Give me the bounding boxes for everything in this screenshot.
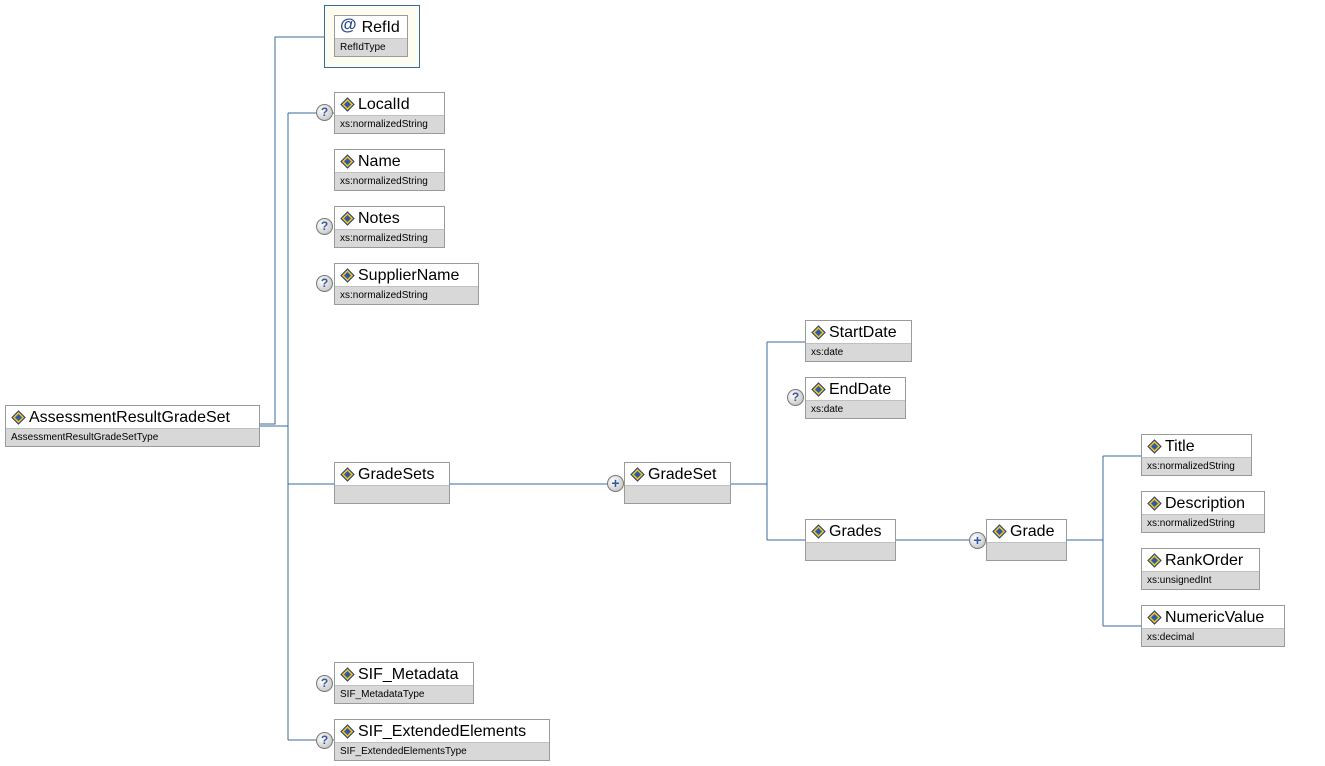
node-type: xs:normalizedString [335,229,444,247]
node-grades[interactable]: Grades [805,519,896,561]
node-label: LocalId [358,95,410,113]
node-label: Name [358,152,401,170]
element-diamond-icon [811,524,826,539]
element-diamond-icon [340,268,355,283]
element-diamond-icon [811,382,826,397]
element-diamond-icon [340,467,355,482]
optional-question-icon: ? [316,218,333,235]
element-diamond-icon [811,325,826,340]
node-label: NumericValue [1165,608,1265,626]
node-label: RankOrder [1165,551,1244,569]
element-diamond-icon [340,667,355,682]
attribute-at-icon: @ [340,14,357,34]
element-diamond-icon [340,97,355,112]
element-diamond-icon [992,524,1007,539]
element-diamond-icon [1147,610,1162,625]
node-refid[interactable]: @RefId RefIdType [334,15,408,57]
element-diamond-icon [630,467,645,482]
node-name[interactable]: Name xs:normalizedString [334,149,445,191]
node-suppliername[interactable]: SupplierName xs:normalizedString [334,263,479,305]
optional-question-icon: ? [787,389,804,406]
element-diamond-icon [340,724,355,739]
node-label: Grade [1010,522,1055,540]
node-label: SIF_Metadata [358,665,459,683]
optional-question-icon: ? [316,732,333,749]
node-type: xs:unsignedInt [1142,571,1259,589]
node-title[interactable]: Title xs:normalizedString [1141,434,1252,476]
node-type: RefIdType [335,38,407,56]
node-type: AssessmentResultGradeSetType [6,428,259,446]
node-label: GradeSets [358,465,435,483]
sequence-plus-icon[interactable]: + [969,532,986,549]
node-label: Grades [829,522,882,540]
node-type: xs:normalizedString [1142,457,1251,475]
node-label: RefId [361,18,400,36]
node-label: Description [1165,494,1246,512]
node-sifextendedelements[interactable]: SIF_ExtendedElements SIF_ExtendedElement… [334,719,550,761]
node-sifmetadata[interactable]: SIF_Metadata SIF_MetadataType [334,662,474,704]
element-diamond-icon [11,410,26,425]
element-diamond-icon [1147,496,1162,511]
node-label: SupplierName [358,266,460,284]
node-label: AssessmentResultGradeSet [29,408,230,426]
node-label: SIF_ExtendedElements [358,722,527,740]
node-type [625,485,730,503]
optional-question-icon: ? [316,104,333,121]
node-type: SIF_MetadataType [335,685,473,703]
node-type: xs:date [806,400,905,418]
optional-question-icon: ? [316,275,333,292]
node-assessmentresultgradeset[interactable]: AssessmentResultGradeSet AssessmentResul… [5,405,260,447]
node-label: StartDate [829,323,897,341]
optional-question-icon: ? [316,675,333,692]
node-description[interactable]: Description xs:normalizedString [1141,491,1265,533]
element-diamond-icon [340,211,355,226]
node-type: xs:normalizedString [1142,514,1264,532]
node-localid[interactable]: LocalId xs:normalizedString [334,92,445,134]
node-gradesets[interactable]: GradeSets [334,462,450,504]
element-diamond-icon [1147,439,1162,454]
node-type: xs:normalizedString [335,286,478,304]
node-notes[interactable]: Notes xs:normalizedString [334,206,445,248]
node-label: Notes [358,209,400,227]
sequence-plus-icon[interactable]: + [607,475,624,492]
node-startdate[interactable]: StartDate xs:date [805,320,912,362]
node-grade[interactable]: Grade [986,519,1067,561]
node-type: xs:decimal [1142,628,1284,646]
node-gradeset[interactable]: GradeSet [624,462,731,504]
node-type: SIF_ExtendedElementsType [335,742,549,760]
connector-root-refid [260,36,324,425]
node-enddate[interactable]: EndDate xs:date [805,377,906,419]
node-type [806,542,895,560]
node-type: xs:normalizedString [335,115,444,133]
node-label: GradeSet [648,465,717,483]
element-diamond-icon [340,154,355,169]
node-type: xs:date [806,343,911,361]
node-numericvalue[interactable]: NumericValue xs:decimal [1141,605,1285,647]
element-diamond-icon [1147,553,1162,568]
node-label: EndDate [829,380,892,398]
node-rankorder[interactable]: RankOrder xs:unsignedInt [1141,548,1260,590]
node-type [335,485,449,503]
node-label: Title [1165,437,1195,455]
node-type [987,542,1066,560]
node-type: xs:normalizedString [335,172,444,190]
